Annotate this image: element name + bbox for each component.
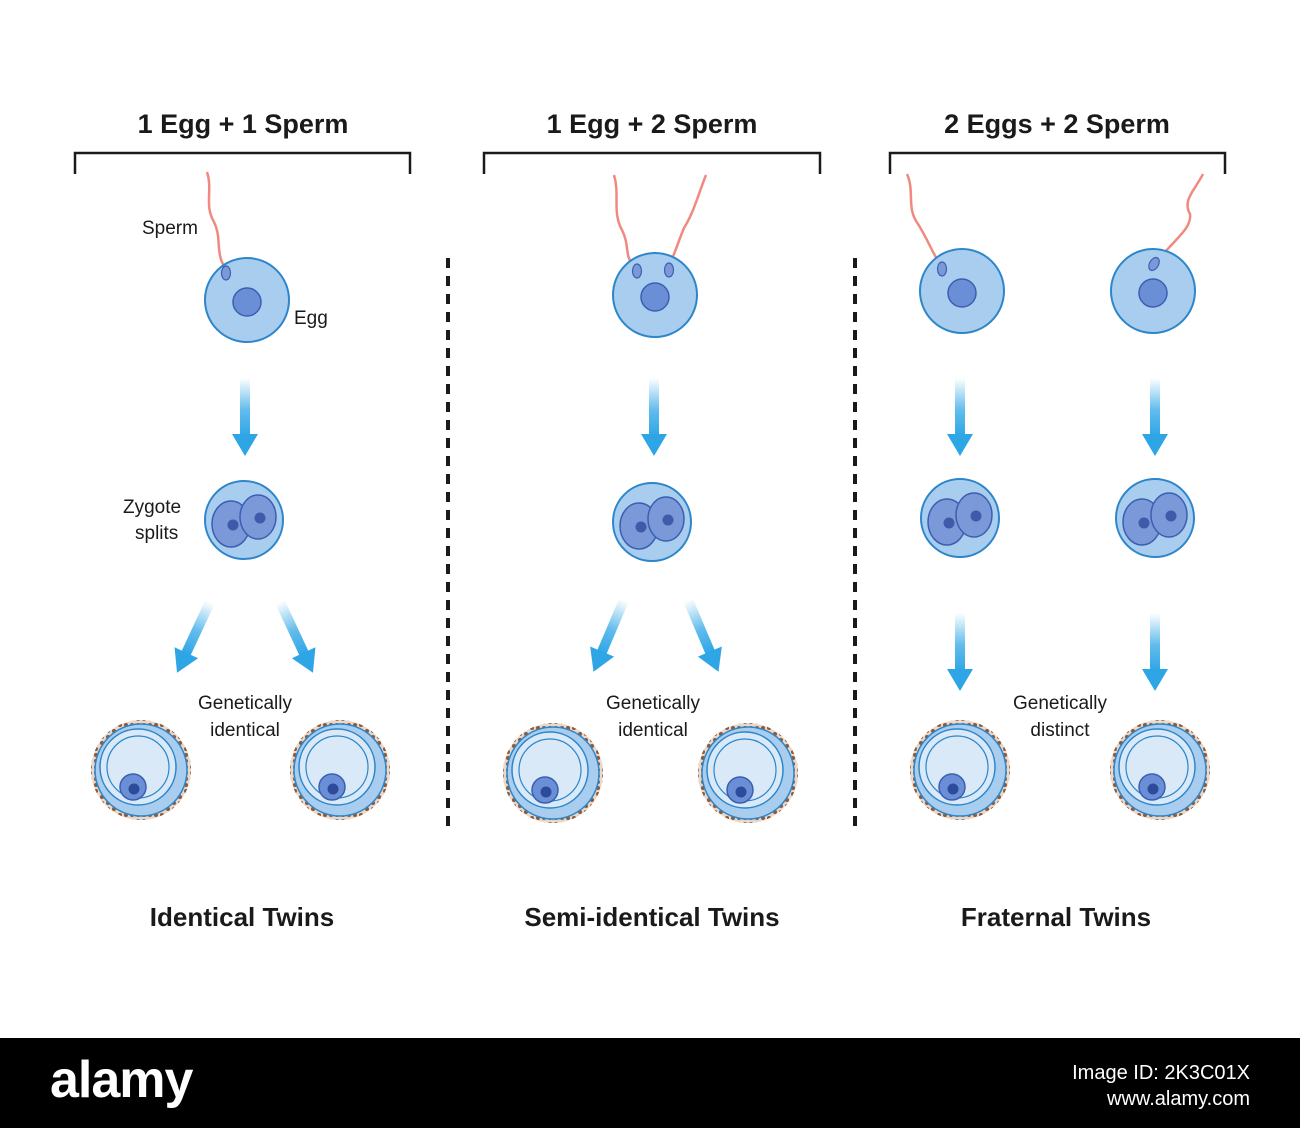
bracket-semi-identical xyxy=(482,151,822,174)
egg-cell xyxy=(612,252,698,338)
arrow-down xyxy=(232,378,258,456)
zygote xyxy=(204,480,284,560)
image-id-block: Image ID: 2K3C01X www.alamy.com xyxy=(1072,1060,1250,1112)
blastocyst xyxy=(289,719,391,821)
label-genetically-identical-line2: identical xyxy=(618,720,688,741)
label-sperm: Sperm xyxy=(142,218,198,239)
sperm-tail xyxy=(612,174,635,267)
label-zygote-line1: Zygote xyxy=(123,497,181,518)
arrow-diagonal-right xyxy=(676,594,731,677)
zygote xyxy=(1115,478,1195,558)
arrow-diagonal-left xyxy=(165,596,222,679)
sperm-head xyxy=(663,262,675,278)
bracket-fraternal xyxy=(888,151,1227,174)
arrow-down xyxy=(1142,378,1168,456)
alamy-logo[interactable]: alamy xyxy=(50,1051,193,1109)
egg-cell xyxy=(204,257,290,343)
label-zygote-line2: splits xyxy=(135,523,178,544)
blastocyst xyxy=(1109,719,1211,821)
blastocyst xyxy=(90,719,192,821)
heading-identical: 1 Egg + 1 Sperm xyxy=(138,109,349,139)
zygote xyxy=(612,482,692,562)
caption-semi-identical-twins: Semi-identical Twins xyxy=(524,902,779,932)
sperm-tail xyxy=(1159,173,1205,259)
label-egg: Egg xyxy=(294,308,328,329)
blastocyst xyxy=(909,719,1011,821)
watermark-bar xyxy=(0,1038,1300,1128)
sperm-tail xyxy=(905,173,942,265)
caption-fraternal-twins: Fraternal Twins xyxy=(961,902,1151,932)
arrow-down xyxy=(641,378,667,456)
label-genetically-identical-line1: Genetically xyxy=(606,693,700,714)
sperm-tail xyxy=(205,171,227,269)
arrow-down xyxy=(947,613,973,691)
image-id-text: Image ID: 2K3C01X xyxy=(1072,1062,1250,1084)
blastocyst xyxy=(697,722,799,824)
heading-fraternal: 2 Eggs + 2 Sperm xyxy=(944,109,1170,139)
sperm-tail xyxy=(667,174,708,266)
site-url-link[interactable]: www.alamy.com xyxy=(1107,1088,1250,1110)
arrow-down xyxy=(947,378,973,456)
label-genetically-identical-line2: identical xyxy=(210,720,280,741)
label-genetically-distinct-line1: Genetically xyxy=(1013,693,1107,714)
arrow-diagonal-left xyxy=(581,594,636,677)
twins-diagram: 1 Egg + 1 Sperm 1 Egg + 2 Sperm 2 Eggs +… xyxy=(73,109,1227,932)
heading-semi-identical: 1 Egg + 2 Sperm xyxy=(547,109,758,139)
bracket-identical xyxy=(73,151,412,174)
arrow-down xyxy=(1142,613,1168,691)
blastocyst xyxy=(502,722,604,824)
arrow-diagonal-right xyxy=(268,596,325,679)
sperm-head xyxy=(1148,256,1160,272)
sperm-head xyxy=(936,261,948,277)
sperm-head xyxy=(631,263,643,279)
sperm-head xyxy=(220,265,232,281)
egg-cell xyxy=(919,248,1005,334)
caption-identical-twins: Identical Twins xyxy=(150,902,334,932)
zygote xyxy=(920,478,1000,558)
label-genetically-identical-line1: Genetically xyxy=(198,693,292,714)
label-genetically-distinct-line2: distinct xyxy=(1030,720,1090,741)
